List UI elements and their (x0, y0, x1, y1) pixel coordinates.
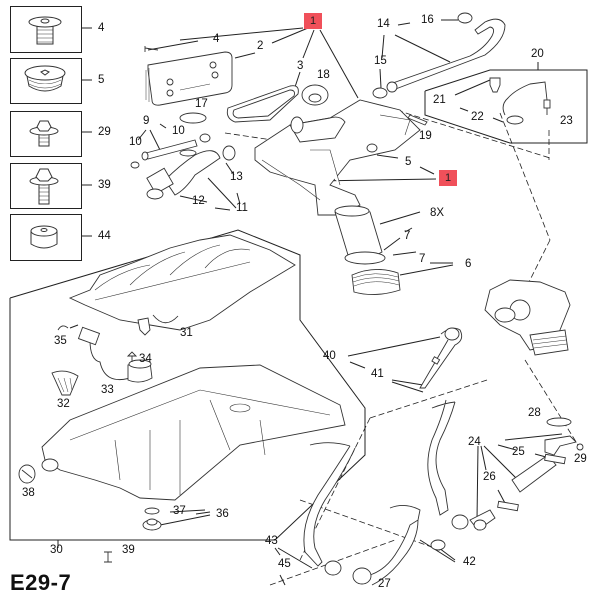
label-part-28: 28 (528, 407, 541, 419)
part-24-tube (511, 454, 557, 493)
label-part-43: 43 (265, 535, 278, 547)
label-part-26: 26 (483, 471, 496, 483)
label-part-4: 4 (213, 33, 220, 45)
part-11-hose (164, 150, 221, 196)
part-23-sensor-line (502, 81, 548, 116)
label-part-17: 17 (195, 98, 208, 110)
legend-label-44: 44 (98, 230, 111, 242)
legend-box-part-4 (10, 6, 82, 53)
label-part-41: 41 (371, 368, 384, 380)
label-part-42: 42 (463, 556, 476, 568)
part-34-screw (126, 351, 138, 362)
label-part-13: 13 (230, 171, 243, 183)
label-part-20: 20 (531, 48, 544, 60)
label-part-45: 45 (278, 558, 291, 570)
label-part-5: 5 (405, 156, 412, 168)
legend-box-part-5 (10, 58, 82, 104)
part-29-bolt (576, 443, 584, 451)
legend-box-part-44 (10, 214, 82, 261)
part-2-oil-cooler (147, 51, 233, 106)
legend-label-5: 5 (98, 74, 105, 86)
label-part-34: 34 (139, 353, 152, 365)
label-part-14: 14 (377, 18, 390, 30)
part-32-strainer (51, 370, 79, 396)
label-part-25: 25 (512, 446, 525, 458)
label-part-32: 32 (57, 398, 70, 410)
label-part-22: 22 (471, 111, 484, 123)
part-14-tube (389, 18, 506, 91)
part-37-washer (144, 507, 160, 515)
part-15-oring (372, 87, 388, 99)
diagram-id: E29-7 (10, 570, 72, 595)
label-part-30: 30 (50, 544, 63, 556)
label-part-16: 16 (421, 14, 434, 26)
part-35-clip (57, 325, 69, 331)
label-part-10b: 10 (129, 136, 142, 148)
part-27-tube (427, 399, 456, 516)
part-31-baffle (68, 234, 296, 331)
oil-pan-group-frame (9, 229, 366, 541)
label-part-24: 24 (468, 436, 481, 448)
label-part-2: 2 (257, 40, 264, 52)
label-part-27: 27 (378, 578, 391, 590)
label-part-39: 39 (122, 544, 135, 556)
part-16-oring (457, 12, 473, 24)
label-part-7b: 7 (419, 253, 426, 265)
part-30-oil-pan (41, 364, 346, 501)
label-part-38: 38 (22, 487, 35, 499)
legend-box-part-39 (10, 163, 82, 209)
part-17-seal (179, 112, 207, 124)
label-part-29: 29 (574, 453, 587, 465)
part-28-gasket (546, 417, 572, 427)
legend-label-4: 4 (98, 22, 105, 34)
label-part-9: 9 (143, 115, 150, 127)
label-part-37: 37 (173, 505, 186, 517)
label-part-15: 15 (374, 55, 387, 67)
label-part-12: 12 (192, 195, 205, 207)
label-part-40: 40 (323, 350, 336, 362)
part-21-screw (489, 77, 501, 93)
callout-part-1-top[interactable]: 1 (304, 13, 322, 29)
callout-part-1-right[interactable]: 1 (439, 170, 457, 186)
sensor-group-frame (424, 69, 588, 144)
label-part-8x: 8X (430, 207, 445, 219)
label-part-36: 36 (216, 508, 229, 520)
part-7-oring (344, 251, 386, 265)
part-43-tube (303, 445, 356, 567)
part-33-sensor-wire (89, 339, 131, 381)
label-part-7a: 7 (404, 230, 411, 242)
part-39-bolt (104, 551, 112, 563)
label-part-23: 23 (560, 115, 573, 127)
label-part-3: 3 (297, 60, 304, 72)
legend-label-39: 39 (98, 179, 111, 191)
label-part-6: 6 (465, 258, 472, 270)
legend-label-29: 29 (98, 126, 111, 138)
label-part-33: 33 (101, 384, 114, 396)
label-part-35: 35 (54, 335, 67, 347)
part-19-bolt (407, 114, 428, 126)
label-part-31: 31 (180, 327, 193, 339)
legend-box-part-29 (10, 111, 82, 157)
part-25-clamp (544, 453, 566, 465)
label-part-11: 11 (236, 202, 248, 214)
part-4-bolt (144, 46, 159, 52)
label-part-21: 21 (433, 94, 446, 106)
label-part-19: 19 (419, 130, 432, 142)
label-part-18: 18 (317, 69, 330, 81)
label-part-10a: 10 (172, 125, 185, 137)
part-26-clamp (497, 500, 519, 512)
